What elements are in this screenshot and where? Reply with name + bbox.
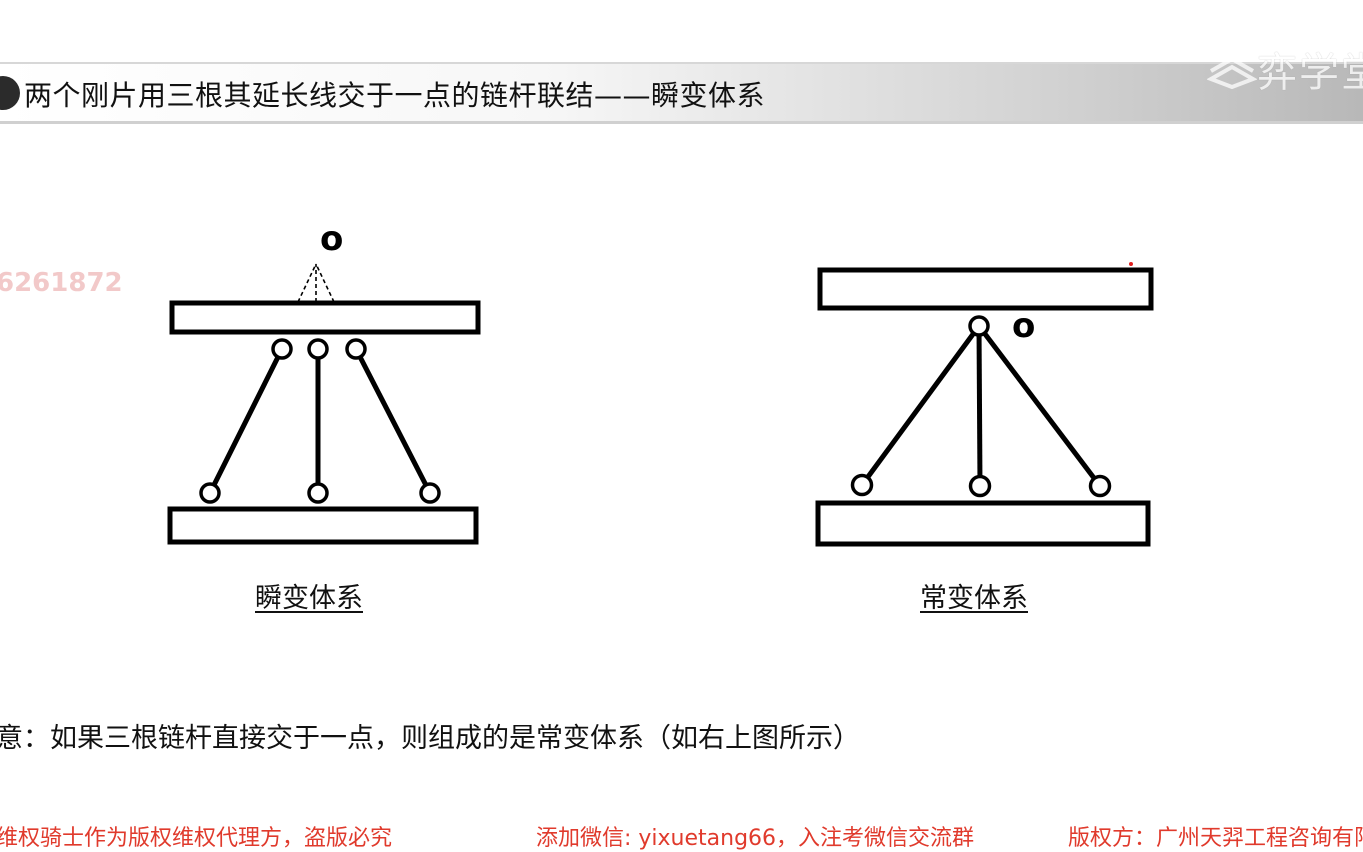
- book-icon: [1207, 56, 1257, 89]
- left-point-label: o: [320, 219, 343, 259]
- note-text: 意：如果三根链杆直接交于一点，则组成的是常变体系（如右上图所示）: [0, 723, 860, 754]
- footer-right: 版权方：广州天羿工程咨询有限: [1068, 826, 1363, 851]
- bullet-dot: [0, 76, 20, 110]
- watermark-number: 6261872: [0, 268, 123, 298]
- left-link-right: [353, 347, 433, 495]
- footer-left: 维权骑士作为版权维权代理方，盗版必究: [0, 826, 393, 851]
- right-hinge-bottom-1: [850, 473, 874, 497]
- logo: 弈学堂: [1207, 40, 1363, 98]
- left-hinge-bottom-2: [307, 482, 329, 504]
- left-hinge-top-1: [271, 338, 293, 360]
- right-hinge-bottom-3: [1088, 474, 1112, 498]
- logo-text: 弈学堂: [1257, 50, 1363, 96]
- right-point-label: o: [1012, 306, 1035, 346]
- left-diagram: o: [167, 219, 481, 545]
- title-bar: 两个刚片用三根其延长线交于一点的链杆联结——瞬变体系: [0, 62, 1363, 124]
- left-caption: 瞬变体系: [255, 583, 363, 614]
- left-hinge-bottom-3: [419, 482, 441, 504]
- right-link-middle: [976, 325, 983, 487]
- right-hinge-bottom-2: [968, 474, 992, 498]
- right-bottom-rigid-body: [815, 500, 1151, 547]
- right-link-right: [977, 324, 1102, 488]
- left-top-rigid-body: [169, 300, 481, 335]
- left-hinge-top-2: [307, 338, 329, 360]
- red-pointer-dot: [1129, 262, 1133, 266]
- left-hinge-top-3: [345, 338, 367, 360]
- right-top-rigid-body: [817, 267, 1154, 311]
- left-bottom-rigid-body: [167, 506, 479, 545]
- right-hinge-top: [968, 315, 990, 337]
- left-extension-lines: [297, 263, 335, 303]
- slide-title: 两个刚片用三根其延长线交于一点的链杆联结——瞬变体系: [24, 79, 766, 112]
- left-hinge-bottom-1: [199, 482, 221, 504]
- left-link-left: [207, 347, 285, 495]
- footer-center: 添加微信: yixuetang66，入注考微信交流群: [536, 826, 975, 851]
- right-caption: 常变体系: [920, 583, 1028, 614]
- right-diagram: o: [815, 262, 1154, 547]
- right-link-left: [859, 324, 982, 487]
